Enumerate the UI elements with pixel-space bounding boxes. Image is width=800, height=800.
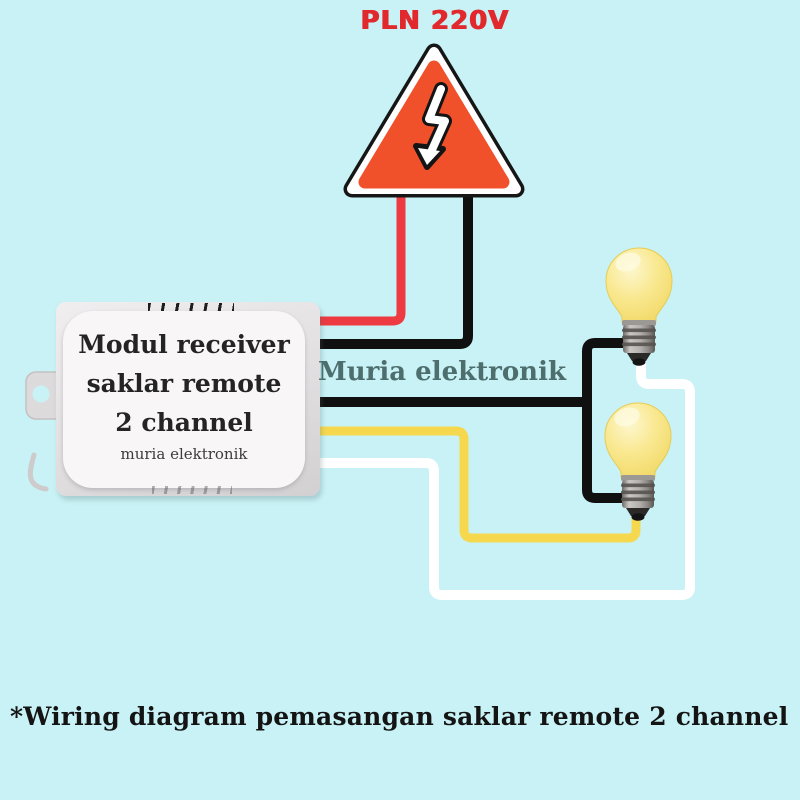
lightning-bolt-icon [413,82,452,170]
wires [315,184,695,600]
module-pins-bottom [152,486,232,494]
module-brand: muria elektronik [120,445,248,463]
diagram-caption: *Wiring diagram pemasangan saklar remote… [10,702,789,731]
pln-voltage-label: PLN 220V [360,6,510,36]
high-voltage-warning-icon [343,43,525,198]
module-label: Modul receiver saklar remote 2 channel m… [63,311,305,488]
wire-black-neutral [315,184,473,349]
wire-white-channel [315,350,695,600]
light-bulb-icon [605,247,673,367]
wire-black-lamp-bus [582,338,627,503]
mounting-hook [27,452,49,492]
wire-red-live [315,184,406,326]
brand-watermark: Muria elektronik [318,357,566,387]
wire-yellow-channel [315,426,641,543]
module-label-line-3: 2 channel [115,408,253,437]
receiver-module: Modul receiver saklar remote 2 channel m… [56,302,320,496]
light-bulb-icon [604,402,672,522]
module-label-line-2: saklar remote [86,369,282,398]
mounting-tab [25,371,65,420]
module-label-line-1: Modul receiver [78,330,290,359]
